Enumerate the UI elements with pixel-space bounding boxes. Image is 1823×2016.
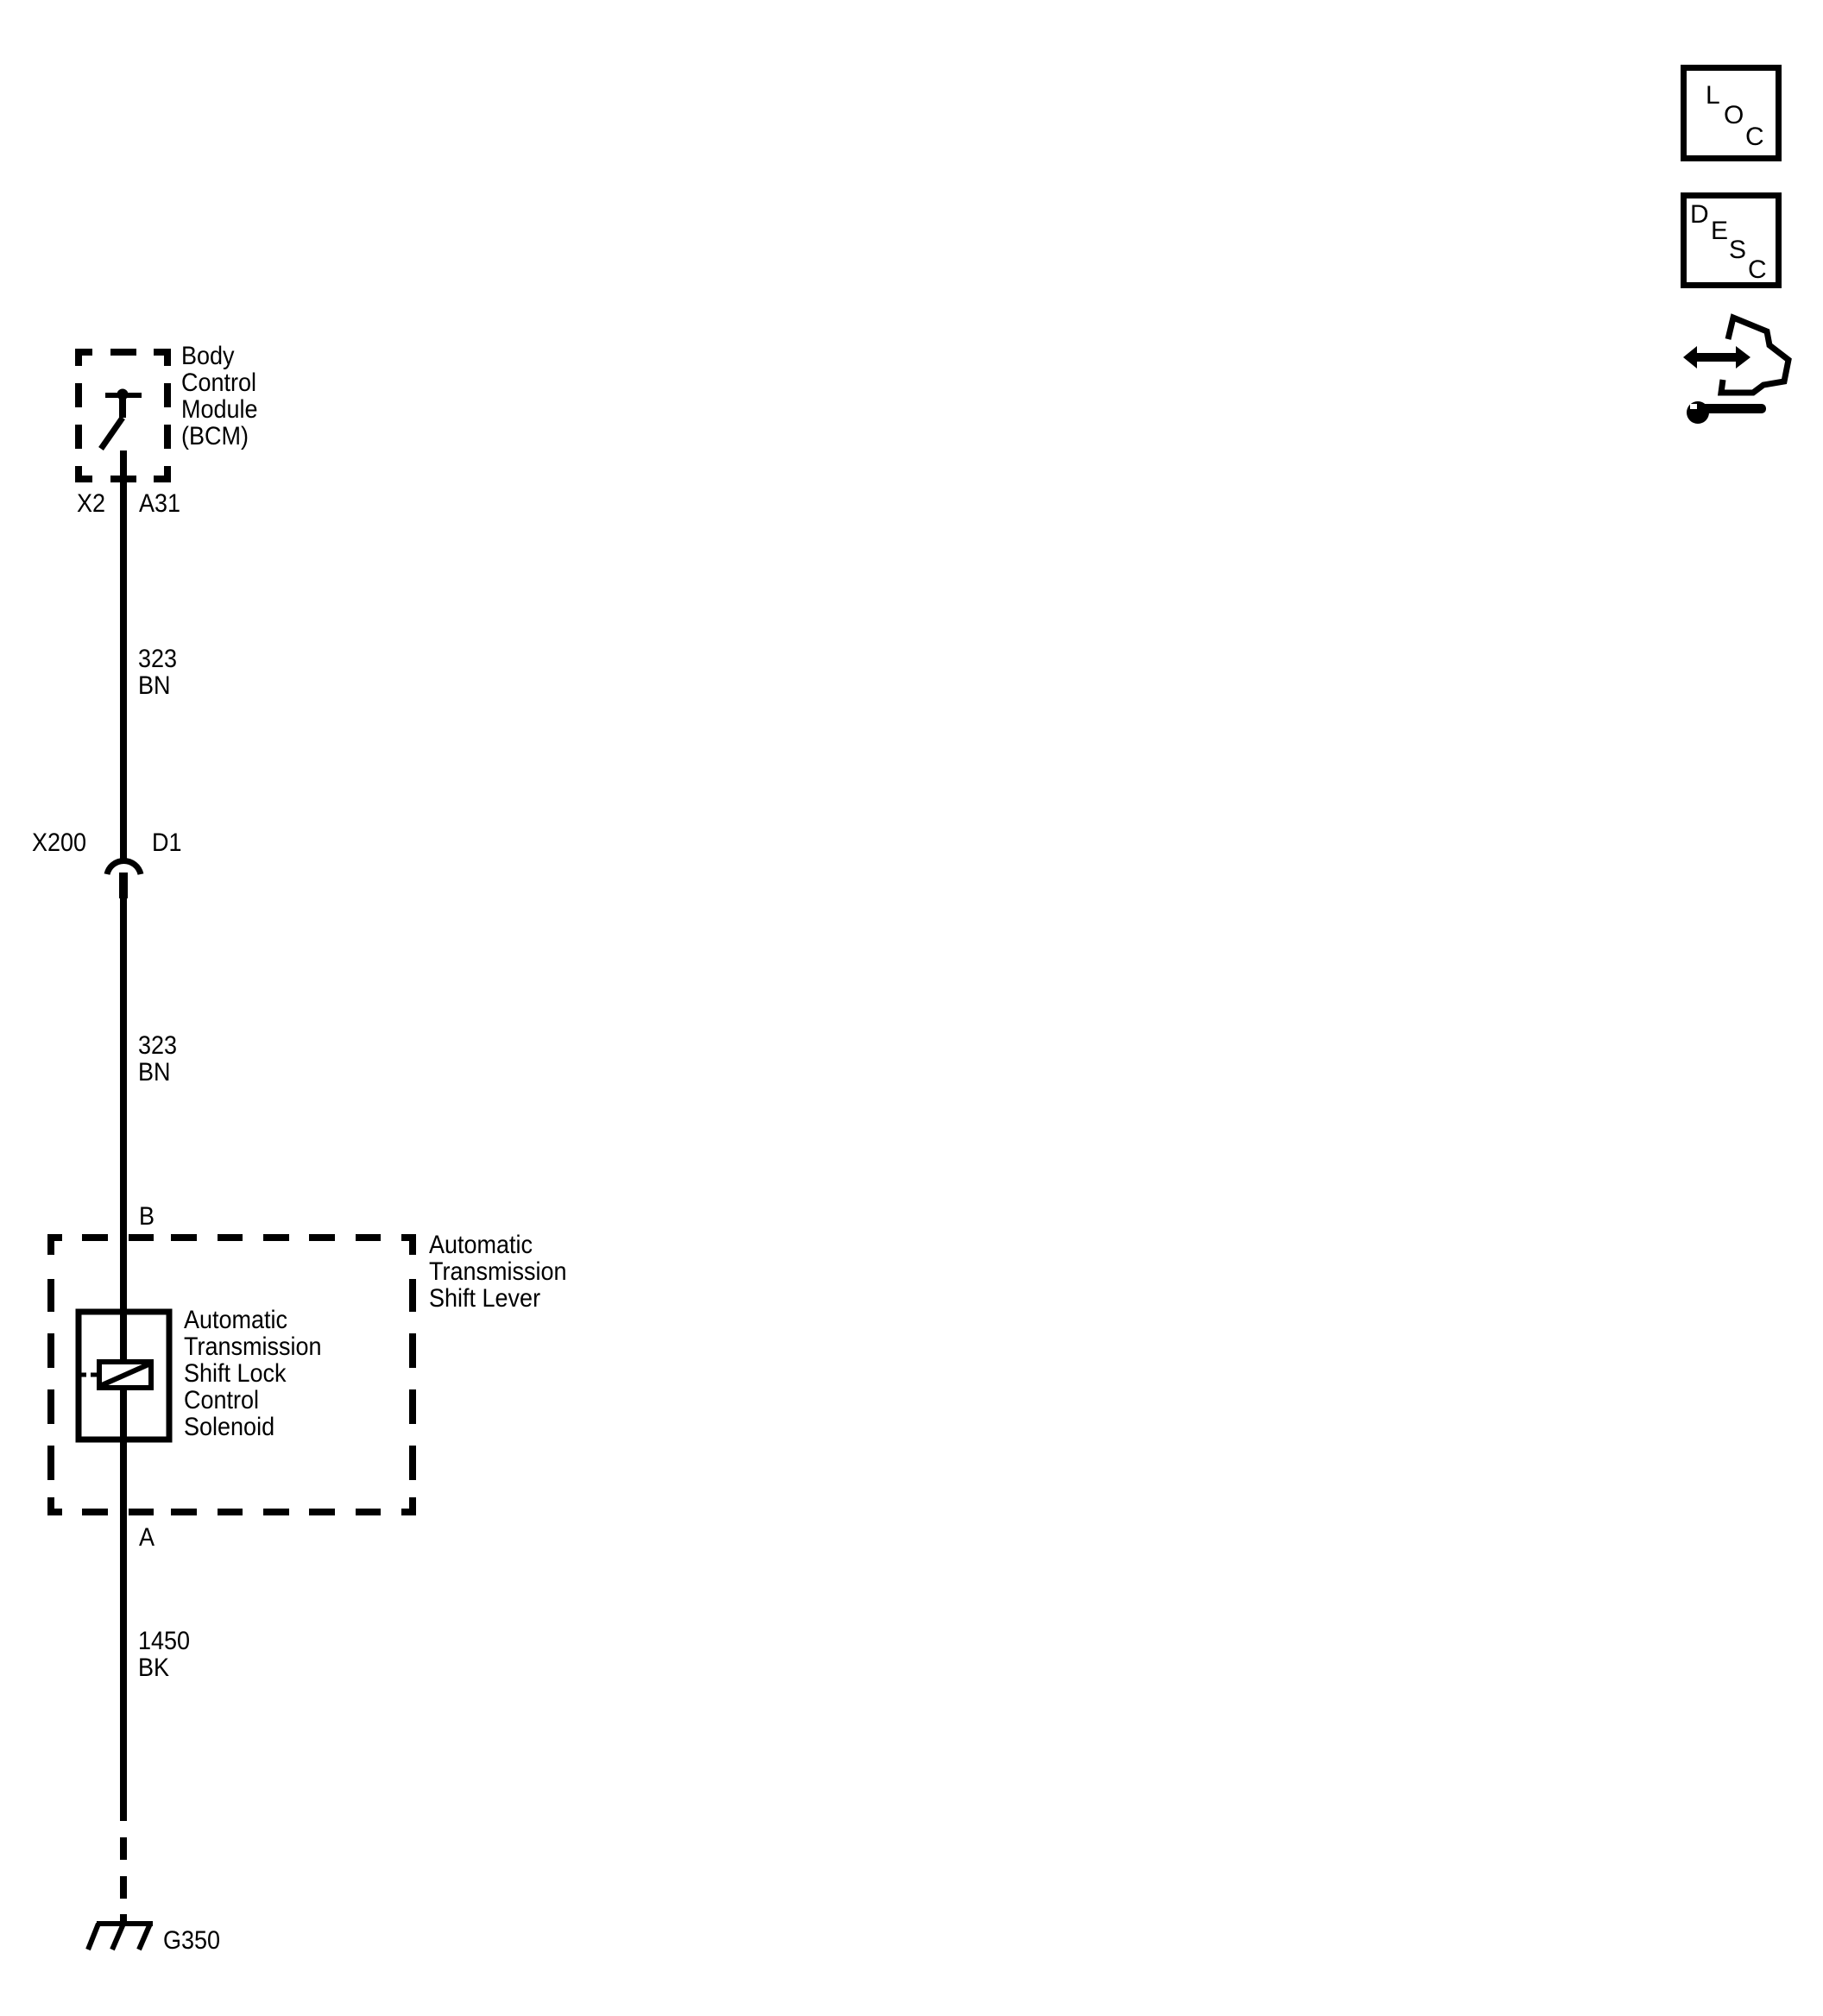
solenoid-label: Automatic Transmission Shift Lock Contro… — [184, 1307, 322, 1440]
circuit-number: 323 — [138, 645, 178, 673]
loc-letter: L — [1706, 81, 1720, 110]
wire-color: BN — [138, 1058, 171, 1087]
solenoid-label-line: Automatic — [184, 1306, 288, 1334]
bcm-label-line: Body — [181, 342, 235, 370]
loc-letter: C — [1745, 123, 1764, 151]
solenoid-label-line: Transmission — [184, 1332, 322, 1361]
desc-letter: S — [1729, 236, 1747, 264]
connector-wrench-icon[interactable] — [1683, 313, 1792, 424]
ground-label: G350 — [163, 1926, 221, 1955]
pin-a-label: A — [139, 1523, 155, 1552]
connector-x200-icon — [104, 858, 144, 898]
bcm-label-line: Module — [181, 395, 258, 424]
shift-lever-label-line: Automatic — [429, 1231, 533, 1259]
bcm-connector-label: X2 — [77, 489, 106, 518]
desc-button[interactable]: D E S C — [1681, 192, 1782, 288]
circuit-number: 323 — [138, 1031, 178, 1060]
bcm-label-line: (BCM) — [181, 422, 249, 450]
shift-lever-box — [47, 1234, 416, 1515]
bcm-pin-label: A31 — [139, 489, 181, 518]
switch-icon — [98, 388, 142, 450]
wire-color: BK — [138, 1654, 170, 1682]
wire-label-lower: 323 BN — [138, 1032, 177, 1086]
solenoid-label-line: Control — [184, 1386, 260, 1414]
wire-label-upper: 323 BN — [138, 646, 177, 699]
shift-lever-label-line: Transmission — [429, 1257, 567, 1286]
solenoid-label-line: Shift Lock — [184, 1359, 287, 1388]
wire-color: BN — [138, 671, 171, 700]
x200-connector-label: X200 — [32, 828, 87, 857]
x200-pin-label: D1 — [152, 828, 182, 857]
shift-lever-label: Automatic Transmission Shift Lever — [429, 1232, 567, 1312]
wire-label-ground: 1450 BK — [138, 1628, 190, 1681]
circuit-number: 1450 — [138, 1627, 191, 1655]
loc-button[interactable]: L O C — [1681, 65, 1782, 161]
shift-lever-label-line: Shift Lever — [429, 1284, 541, 1313]
solenoid-label-line: Solenoid — [184, 1413, 275, 1441]
desc-letter: D — [1690, 200, 1709, 229]
pin-b-label: B — [139, 1202, 155, 1231]
solenoid-coil-icon — [81, 1359, 154, 1390]
desc-letter: C — [1748, 255, 1767, 284]
ground-icon — [85, 1921, 153, 1951]
bcm-label-line: Control — [181, 369, 257, 397]
loc-letter: O — [1724, 101, 1744, 129]
bcm-label: Body Control Module (BCM) — [181, 343, 258, 450]
desc-letter: E — [1711, 217, 1729, 245]
